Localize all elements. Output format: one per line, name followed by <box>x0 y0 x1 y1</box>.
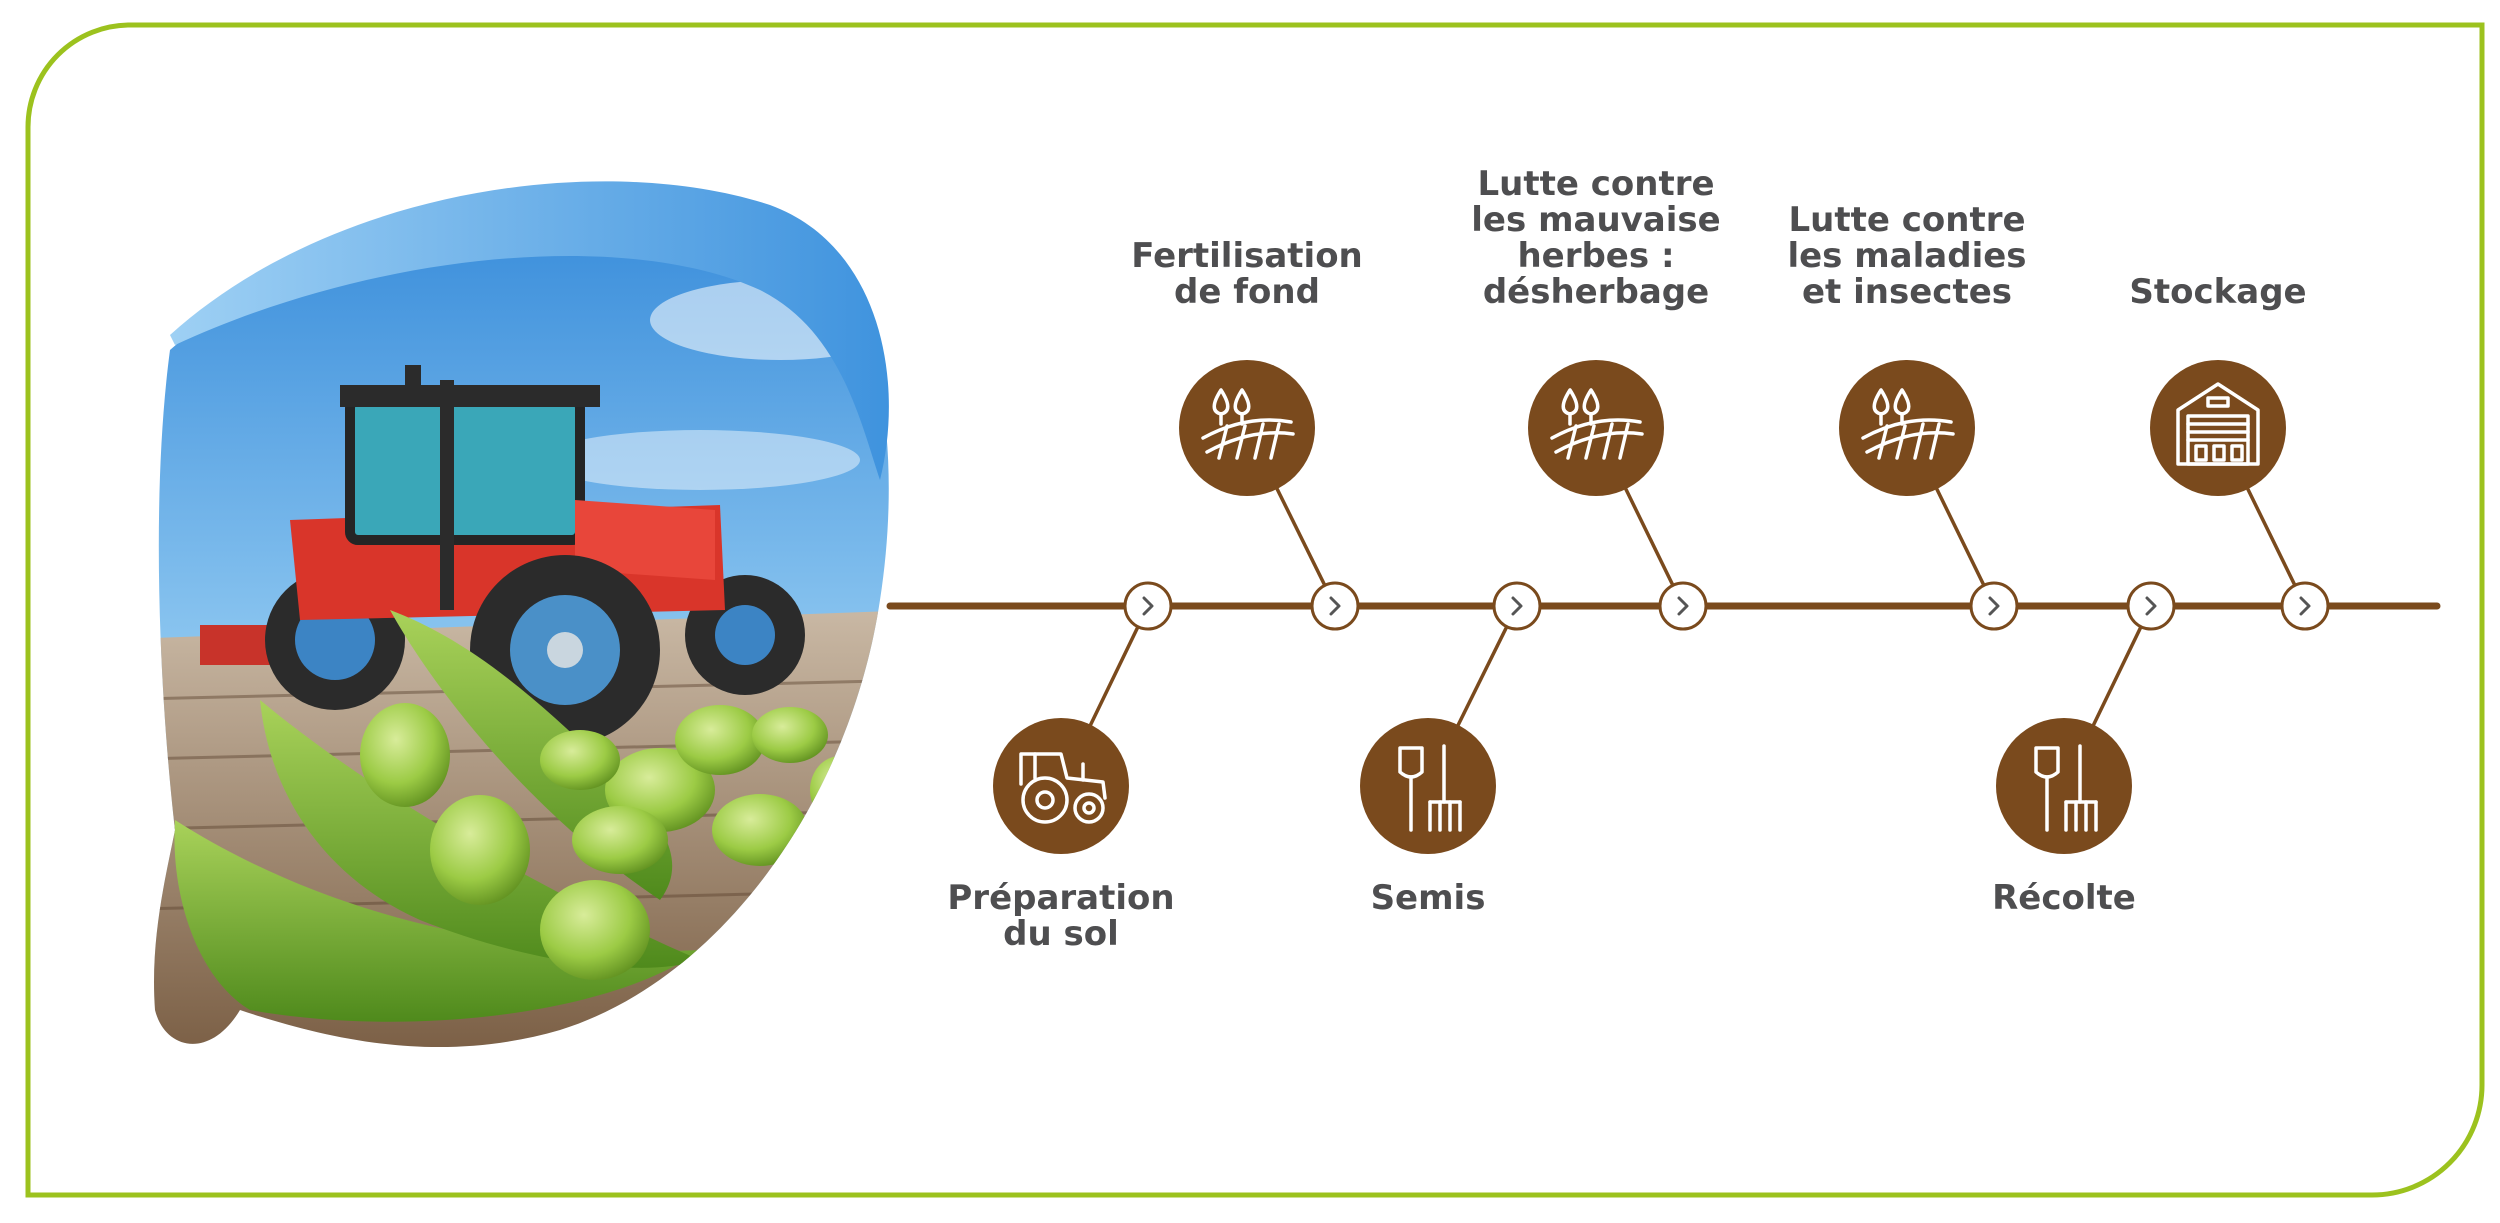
chevron-right-icon <box>1511 596 1523 616</box>
step-label-line: désherbage <box>1482 272 1710 312</box>
chevron-right-icon <box>1142 596 1154 616</box>
barn-icon <box>2150 360 2286 496</box>
timeline-node-preparation-du-sol <box>1123 581 1173 631</box>
timeline-node-semis <box>1492 581 1542 631</box>
chevron-right-icon <box>2145 596 2157 616</box>
step-label-line: Lutte contre <box>1477 164 1715 204</box>
step-label-semis: Semis <box>1278 880 1578 916</box>
step-label-line: Préparation <box>947 878 1175 918</box>
timeline-node-recolte <box>2126 581 2176 631</box>
field-drops-icon <box>1839 360 1975 496</box>
step-label-line: les maladies <box>1787 236 2027 276</box>
chevron-right-icon <box>2299 596 2311 616</box>
step-label-line: du sol <box>1003 914 1119 954</box>
step-label-line: Semis <box>1370 878 1486 918</box>
chevron-right-icon <box>1329 596 1341 616</box>
chevron-right-icon <box>1988 596 2000 616</box>
step-label-recolte: Récolte <box>1914 880 2214 916</box>
spade-fork-icon <box>1996 718 2132 854</box>
step-label-line: de fond <box>1174 272 1320 312</box>
spade-fork-icon <box>1360 718 1496 854</box>
step-label-line: les mauvaise <box>1471 200 1721 240</box>
step-label-line: et insectes <box>1801 272 2012 312</box>
timeline-node-fertilisation-de-fond <box>1310 581 1360 631</box>
border-frame <box>25 22 2485 1198</box>
timeline-node-maladies-insectes <box>1969 581 2019 631</box>
step-label-line: Lutte contre <box>1788 200 2026 240</box>
tractor-and-beans-illustration <box>154 181 889 1048</box>
field-drops-icon <box>1179 360 1315 496</box>
step-label-line: herbes : <box>1517 236 1675 276</box>
step-label-line: Stockage <box>2129 272 2307 312</box>
timeline-node-desherbage <box>1658 581 1708 631</box>
step-label-line: Récolte <box>1992 878 2136 918</box>
tractor-icon <box>993 718 1129 854</box>
timeline-node-stockage <box>2280 581 2330 631</box>
timeline <box>886 360 2441 854</box>
step-label-stockage: Stockage <box>2068 150 2368 310</box>
field-drops-icon <box>1528 360 1664 496</box>
chevron-right-icon <box>1677 596 1689 616</box>
step-label-line: Fertilisation <box>1131 236 1363 276</box>
